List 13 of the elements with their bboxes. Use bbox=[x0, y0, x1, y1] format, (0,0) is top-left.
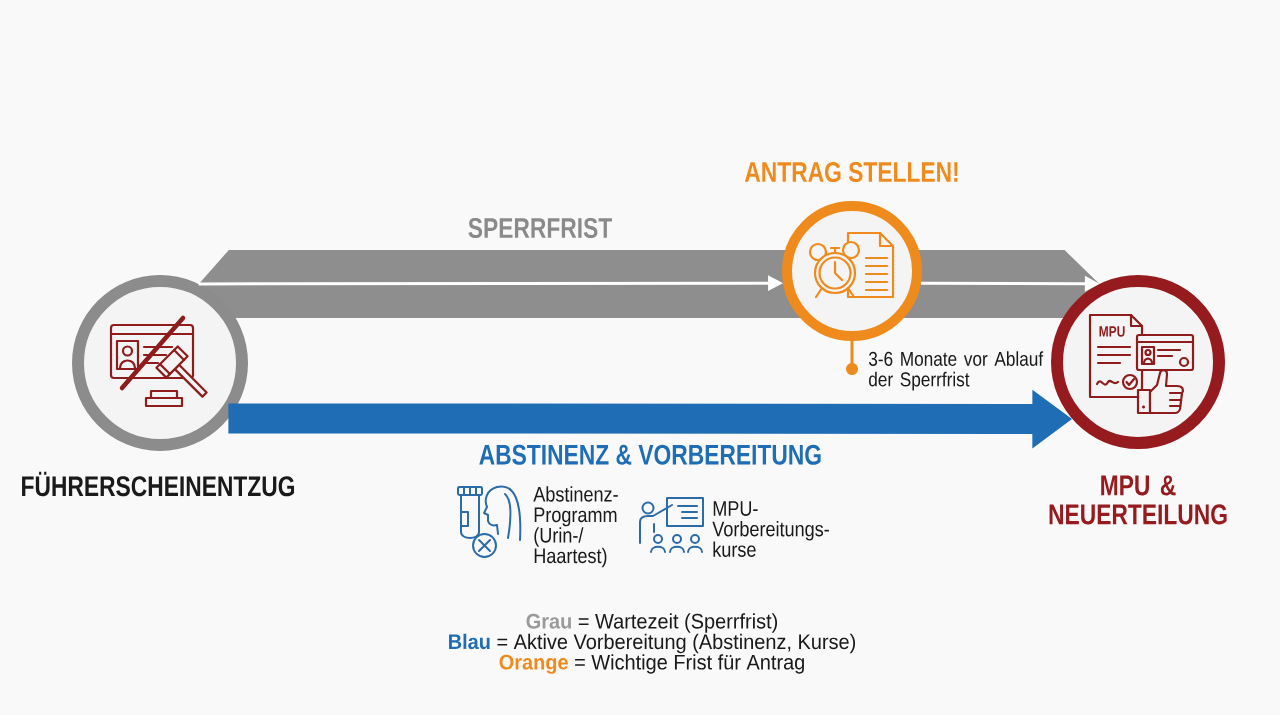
legend-entry: Orange = Wichtige Frist für Antrag bbox=[499, 654, 804, 674]
milestone-title: FÜHRERSCHEINENTZUG bbox=[22, 471, 295, 497]
phase-title: SPERRFRIST bbox=[468, 217, 612, 239]
document-heading: MPU bbox=[1099, 326, 1125, 337]
arrow-label: ABSTINENZ & VORBEREITUNG bbox=[479, 444, 821, 465]
item-text: Abstinenz- Programm (Urin-/ Haartest) bbox=[533, 486, 618, 568]
legend-entry: Grau = Wartezeit (Sperrfrist) bbox=[526, 613, 778, 633]
legend-entry: Blau = Aktive Vorbereitung (Abstinenz, Kurse) bbox=[449, 633, 856, 654]
leader-line bbox=[850, 341, 854, 363]
item-text: MPU- Vorbereitungs- kurse bbox=[712, 501, 829, 557]
milestone-title: ANTRAG STELLEN! bbox=[744, 161, 958, 183]
note-text: 3-6 Monate vor Ablauf der Sperrfrist bbox=[868, 351, 1044, 391]
milestone-title: MPU & NEUERTEILUNG bbox=[1049, 475, 1227, 525]
